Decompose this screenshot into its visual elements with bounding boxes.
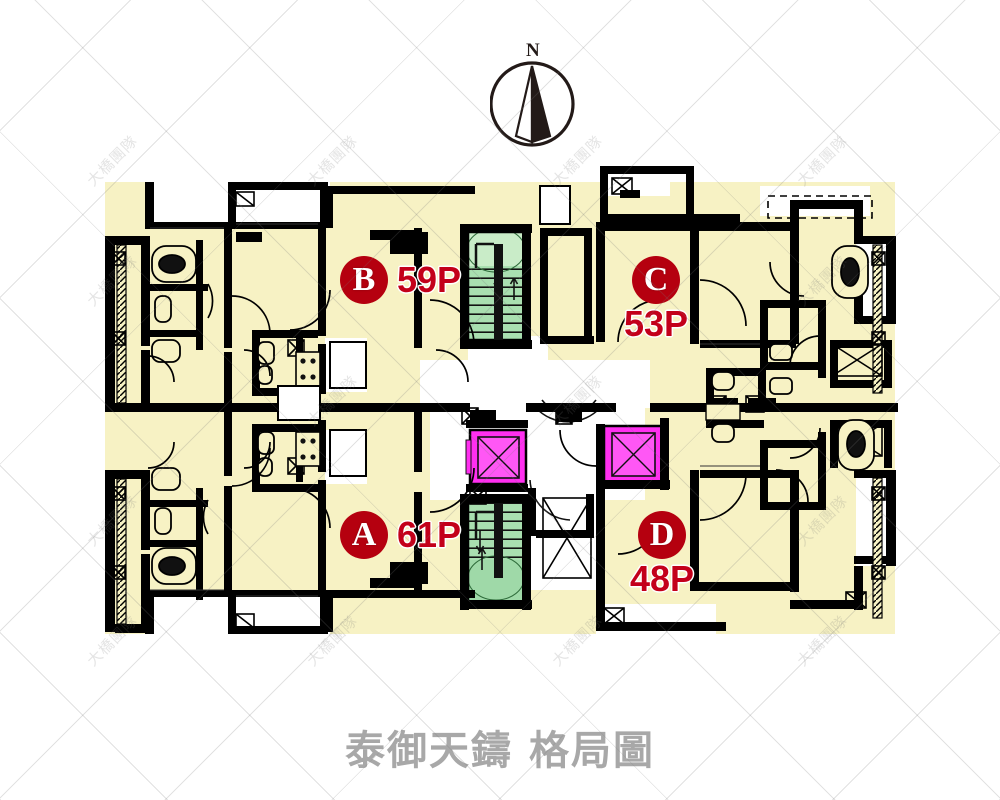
north-label: N [526, 40, 540, 61]
north-arrow-icon [489, 61, 575, 147]
door-swings [147, 261, 821, 555]
unit-letter-A: A [340, 511, 388, 559]
unit-area-C: 53P [624, 303, 689, 344]
unit-letter-C: C [632, 256, 681, 304]
unit-area-A: 61P [397, 514, 462, 555]
interior-lines [150, 223, 760, 597]
unit-area-B: 59P [397, 259, 462, 300]
unit-area-D: 48P [630, 558, 695, 599]
unit-badge-D[interactable]: D 48P [630, 511, 694, 597]
balcony-railings [116, 244, 883, 625]
unit-badge-A[interactable]: A 61P [340, 511, 461, 559]
plan-title: 泰御天鑄 格局圖 [345, 728, 655, 774]
unit-letter-B: B [340, 256, 388, 304]
plumbing-fixtures [151, 245, 875, 585]
north-arrow: N [489, 40, 590, 154]
kitchen-stoves [295, 351, 741, 467]
light-wells [277, 185, 571, 477]
unit-badge-B[interactable]: B 59P [340, 256, 461, 304]
column-markers [111, 177, 886, 629]
elevator-right [602, 424, 667, 486]
unit-letter-D: D [638, 511, 687, 559]
projection-outline [767, 195, 873, 219]
stairwell-lower [466, 498, 526, 604]
stairwell-upper [466, 227, 526, 342]
elevator-left [465, 428, 528, 486]
unit-badge-C[interactable]: C 53P [624, 256, 688, 342]
